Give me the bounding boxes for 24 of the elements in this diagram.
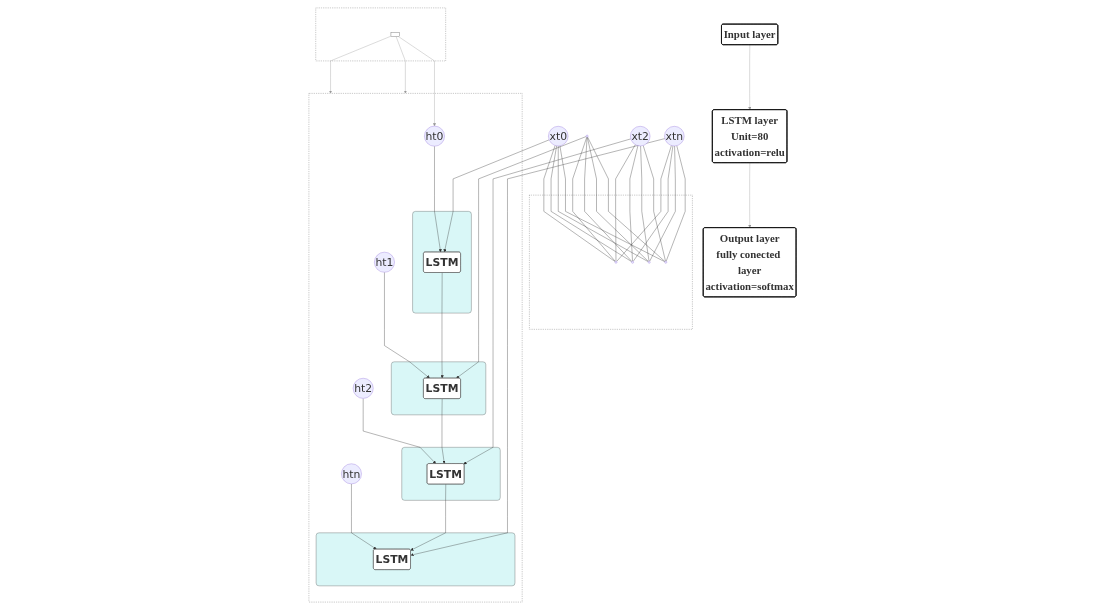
cluster xyxy=(401,447,501,501)
node-circle: htn xyxy=(341,463,362,485)
node-circle: xtn xyxy=(664,126,685,147)
node-circle xyxy=(647,261,651,264)
node-circle xyxy=(585,134,589,138)
node-circle xyxy=(664,261,668,264)
node-circle xyxy=(631,261,634,264)
connector xyxy=(559,145,665,262)
node-circle xyxy=(614,261,618,264)
cluster xyxy=(315,532,516,587)
node-box xyxy=(390,32,400,37)
node-circle: ht1 xyxy=(374,252,395,273)
node-circle: xt2 xyxy=(630,126,651,147)
connector xyxy=(629,145,639,262)
cluster xyxy=(308,93,523,603)
connector xyxy=(587,137,649,262)
cluster xyxy=(529,194,693,330)
node-circle: ht2 xyxy=(352,378,374,399)
connector xyxy=(616,145,672,262)
cluster xyxy=(412,211,472,314)
cluster xyxy=(315,7,446,62)
cluster xyxy=(391,361,486,416)
node-circle: ht0 xyxy=(424,125,445,147)
node-circle: xt0 xyxy=(548,126,569,147)
